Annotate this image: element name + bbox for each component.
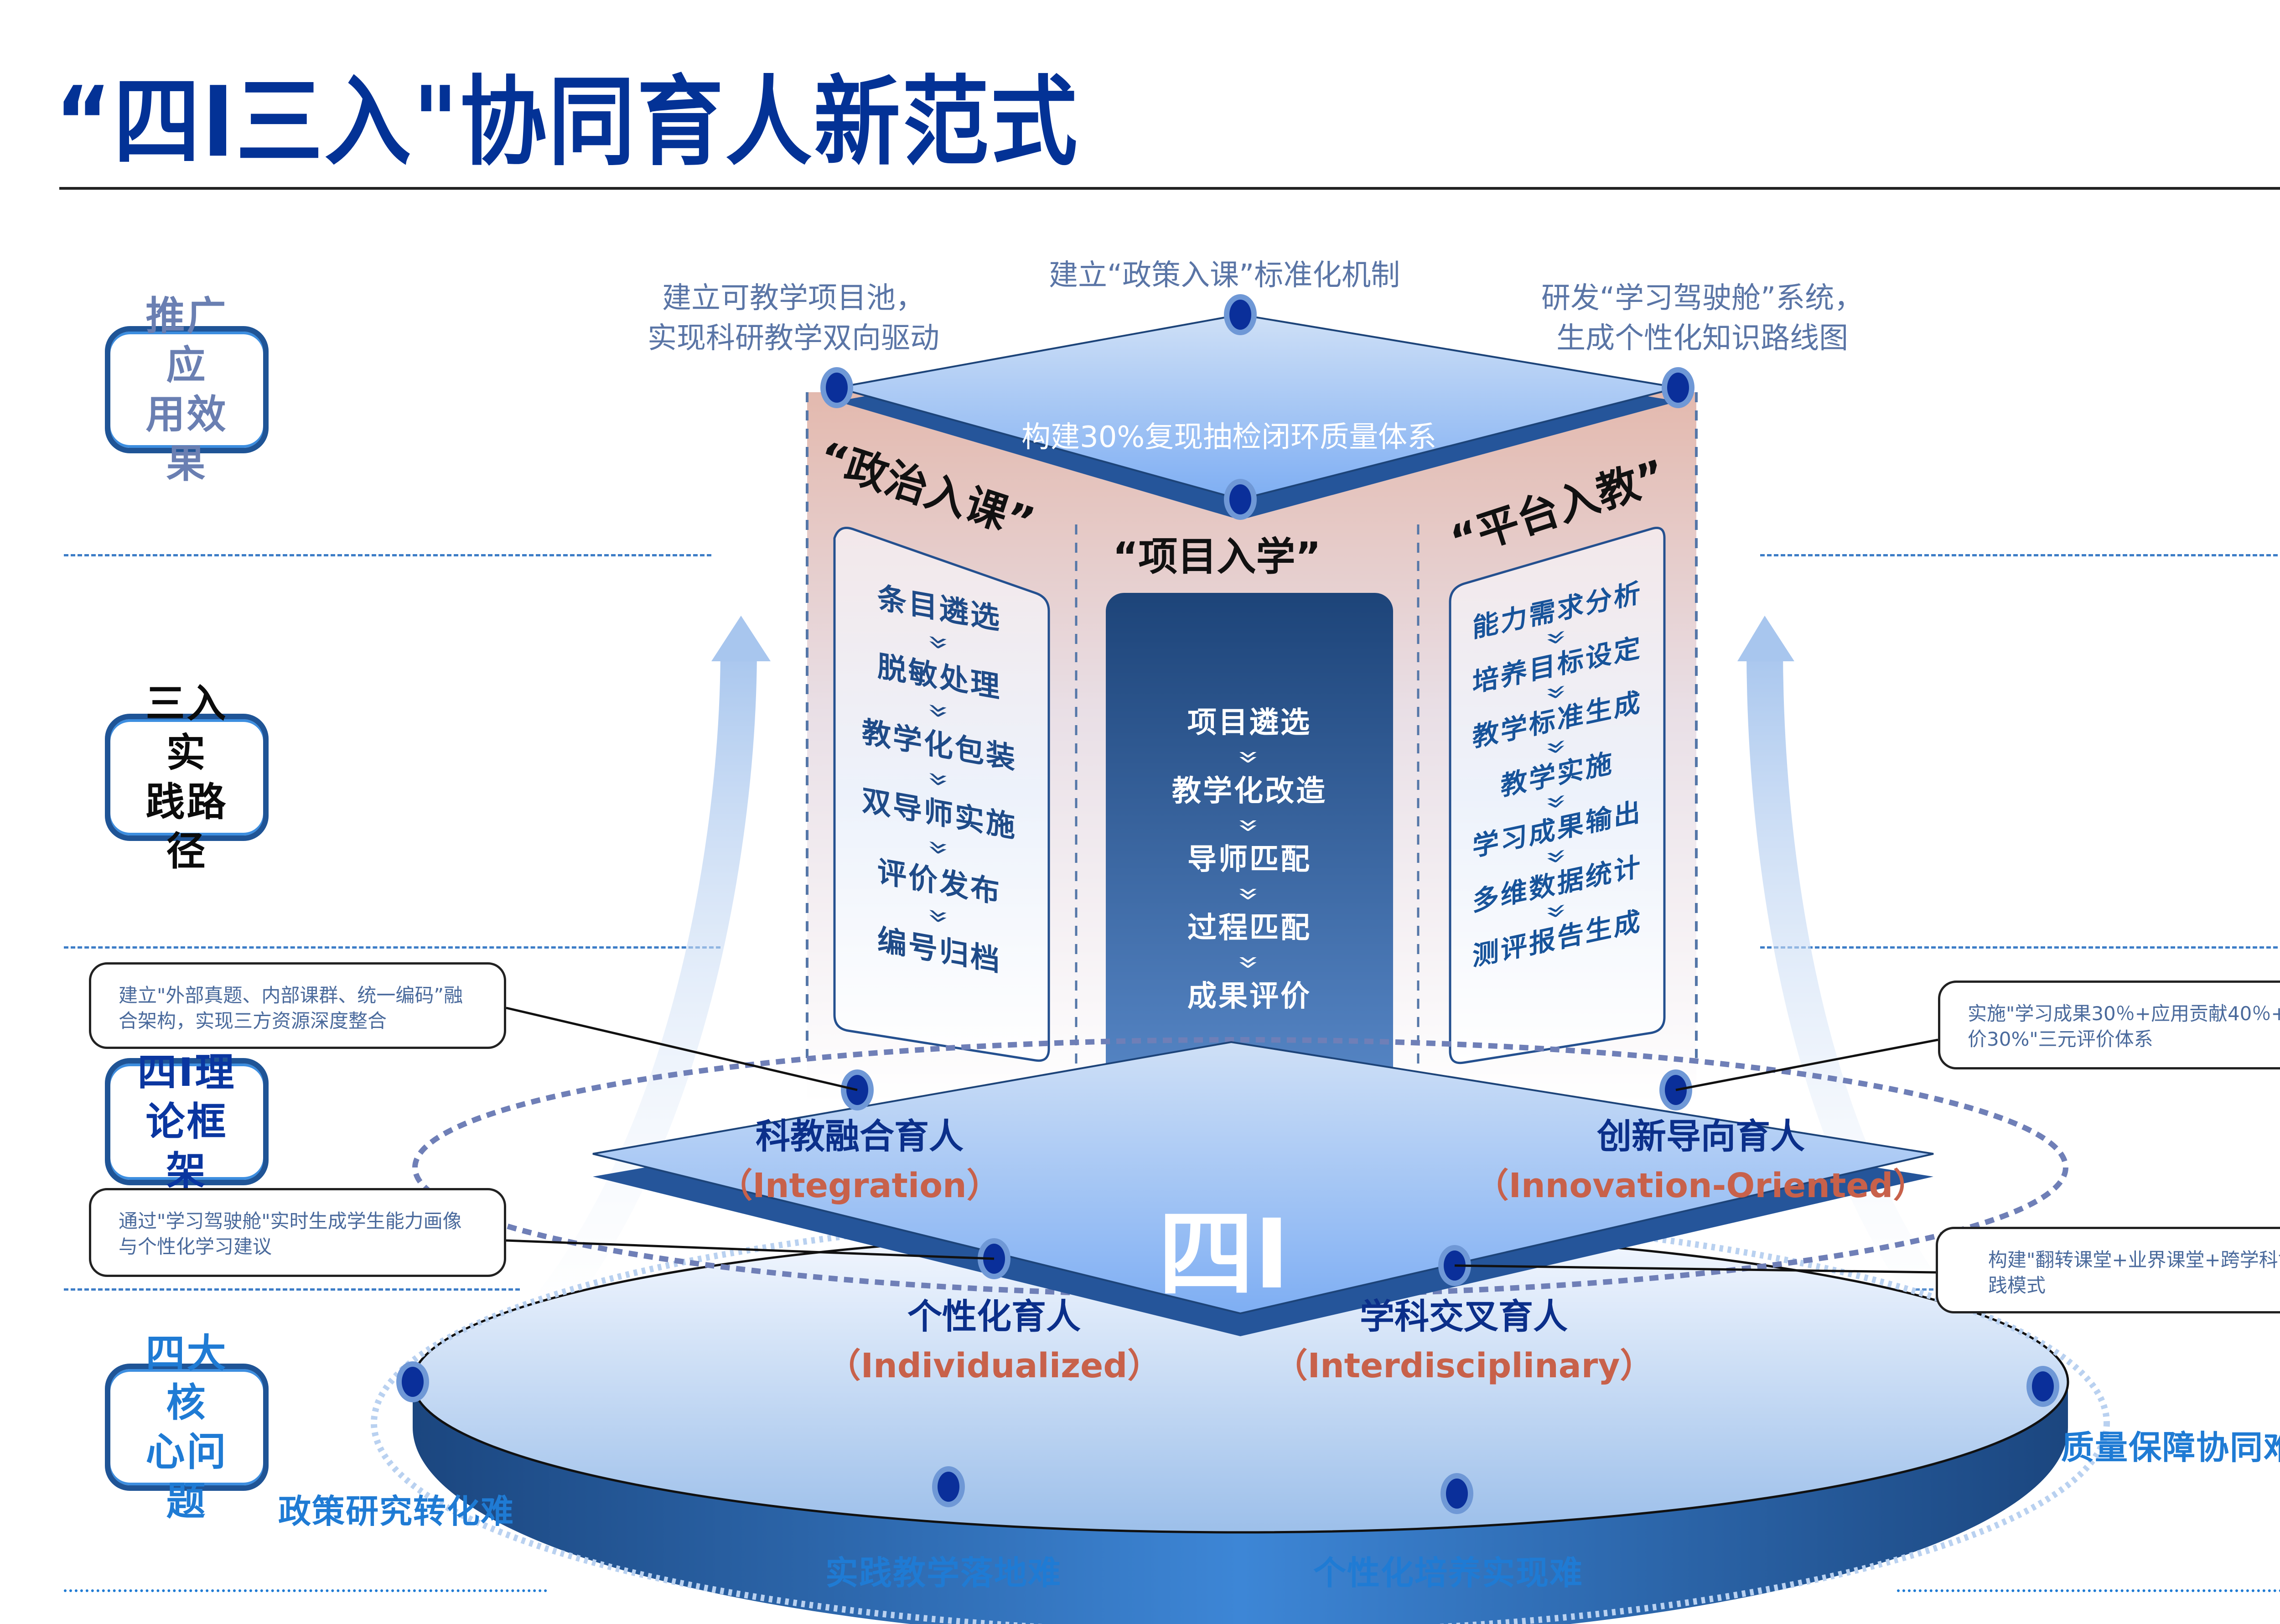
section-label-paths: 三入实 践路径 [105,681,269,874]
outcome-left: 建立可教学项目池， 实现科研教学双向驱动 [648,281,939,355]
double-chevron-down-icon: » [1227,955,1271,970]
framework-center-mark: 四I [1158,1199,1290,1310]
pillar-cn: 科教融合育人 [756,1116,964,1157]
section-divider [64,554,711,556]
double-chevron-down-icon: » [917,768,961,791]
outcome-right: 研发“学习驾驶舱”系统， 生成个性化知识路线图 [1541,281,1864,355]
framework-dashed-ring [412,1037,2068,1298]
right-arrow-head [1737,616,1794,661]
title-divider [59,187,2280,190]
section-label-text: 三入实 践路径 [145,680,228,874]
pillar-en: （Interdisciplinary） [1274,1346,1654,1385]
section-divider [1897,1589,2280,1592]
pillar-en: （Individualized） [827,1346,1161,1385]
node-dot [1224,479,1257,520]
framework-diamond [592,1041,1934,1315]
center-card [1106,593,1393,1158]
problem-policy: 政策研究转化难 [278,1492,515,1531]
section-label-text: 四大核 心问题 [145,1330,228,1524]
double-chevron-down-icon: » [1227,750,1271,764]
step: 教学化改造 [1172,774,1327,808]
pillar-en: （Innovation-Oriented） [1475,1166,1927,1205]
callout-integration: 建立"外部真题、内部课群、统一编码”融合架构，实现三方资源深度整合 [89,962,506,1049]
double-chevron-down-icon: » [917,632,961,654]
path-steps-center: 项目遴选 » 教学化改造 » 导师匹配 » 过程匹配 » 成果评价 [1106,702,1393,1017]
double-chevron-down-icon: » [1227,818,1271,833]
outcome-top: 建立“政策入课”标准化机制 [1049,259,1400,292]
page-title: “四I三入"协同育人新范式 [55,66,1079,179]
pillar-individualized: 个性化育人 （Individualized） [816,1288,1172,1387]
section-label-text: 四I理 论框架 [137,1049,236,1194]
callout-individualized: 通过"学习驾驶舱"实时生成学生能力画像与个性化学习建议 [89,1188,506,1277]
step: 评价发布 [877,855,1001,910]
path-steps-left: 条目遴选 » 脱敏处理 » 教学化包装 » 双导师实施 » 评价发布 » 编号归… [839,571,1040,989]
node-dot [841,1069,874,1110]
outcome-center: 构建30%复现抽检闭环质量体系 [1021,420,1437,454]
node-dot [1438,1245,1471,1286]
section-label-problems: 四大核 心问题 [105,1331,269,1524]
pillar-cn: 创新导向育人 [1597,1116,1805,1157]
section-label-framework: 四I理 论框架 [105,1050,269,1194]
node-dot [820,367,853,408]
node-dot [978,1238,1010,1279]
step: 项目遴选 [1187,706,1311,740]
section-divider [64,946,720,949]
step: 导师匹配 [1187,843,1311,877]
section-divider [1760,554,2280,556]
left-arrow-head [711,616,771,661]
problem-quality: 质量保障协同难 [2061,1428,2280,1467]
path-heading-center: “项目入学” [1113,534,1321,580]
step: 教学化包装 [862,715,1017,776]
problem-practice: 实践教学落地难 [825,1554,1062,1592]
step: 双导师实施 [862,783,1017,845]
right-card [1449,527,1666,1064]
problem-personalized: 个性化培养实现难 [1313,1554,1584,1592]
pillar-interdisciplinary: 学科交叉育人 （Interdisciplinary） [1259,1288,1669,1387]
pillar-integration: 科教融合育人 （Integration） [711,1108,1008,1207]
node-dot [1224,294,1257,335]
node-dot [1662,367,1694,408]
node-dot [932,1466,965,1507]
section-divider [64,1288,520,1291]
section-divider [64,1589,547,1592]
path-steps-right: 能力需求分析 » 培养目标设定 » 教学标准生成 » 教学实施 » 学习成果输出… [1459,572,1655,976]
section-label-text: 推广应 用效果 [145,293,228,487]
node-dot [1659,1069,1692,1110]
node-dot [2026,1366,2059,1407]
callout-interdisciplinary: 构建"翻转课堂+业界课堂+跨学科协作"实践模式 [1936,1227,2280,1313]
double-chevron-down-icon: » [1227,887,1271,901]
node-dot [396,1361,429,1402]
double-chevron-down-icon: » [917,700,961,723]
pillar-cn: 个性化育人 [907,1296,1081,1337]
double-chevron-down-icon: » [917,905,961,928]
double-chevron-down-icon: » [917,837,961,860]
node-dot [1441,1473,1473,1514]
pillar-cn: 学科交叉育人 [1360,1296,1568,1337]
pillar-innovation: 创新导向育人 （Innovation-Oriented） [1450,1108,1952,1207]
callout-innovation: 实施"学习成果30％+应用贡献40％+社会评价30%"三元评价体系 [1938,981,2280,1069]
section-divider [1760,946,2280,949]
pillar-en: （Integration） [719,1166,1000,1205]
step: 脱敏处理 [877,649,1001,705]
step: 成果评价 [1187,980,1311,1013]
section-label-outcomes: 推广应 用效果 [105,293,269,487]
step: 过程匹配 [1187,911,1311,945]
